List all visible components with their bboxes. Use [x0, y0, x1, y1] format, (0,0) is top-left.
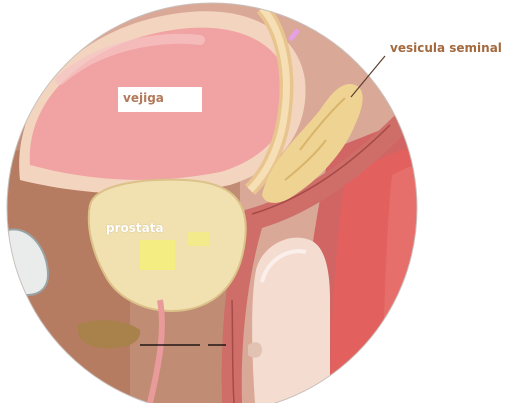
bladder-label: vejiga [118, 87, 202, 112]
seminal-vesicle-label: vesicula seminal [390, 42, 502, 54]
fingertip-nail [248, 342, 262, 357]
prostate-patch [140, 240, 175, 270]
prostate-label: prostata [106, 222, 164, 234]
prostate-patch-2 [188, 232, 210, 246]
examining-finger [252, 238, 330, 403]
rectum-highlight [380, 150, 490, 403]
